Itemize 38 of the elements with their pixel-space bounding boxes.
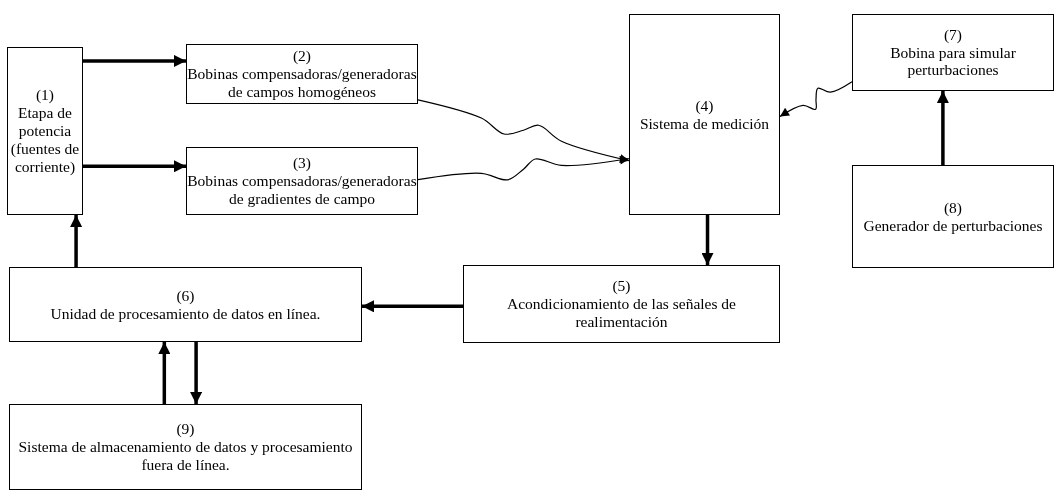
node-number: (9) <box>176 420 195 439</box>
arrow <box>70 215 83 267</box>
process-box <box>852 165 1054 268</box>
process-box <box>629 14 780 215</box>
arrow <box>936 91 949 165</box>
process-box <box>9 404 362 490</box>
node-label: Sistema de almacenamiento de datos y procesamiento fuera de línea. <box>17 438 354 474</box>
arrow <box>417 155 630 181</box>
arrow <box>83 54 186 67</box>
node-label: Etapa de potencia (fuentes de corriente) <box>9 104 81 176</box>
node-number: (5) <box>612 277 631 296</box>
arrow <box>190 342 203 404</box>
arrow <box>83 160 186 173</box>
node-number: (4) <box>695 96 714 115</box>
node-number: (3) <box>292 154 312 173</box>
process-box <box>852 14 1054 91</box>
arrow <box>362 300 463 313</box>
process-box <box>186 44 418 104</box>
node-label: Bobinas compensadoras/generadoras de gradientes de campo <box>187 172 417 208</box>
node-label: Acondicionamiento de las señales de realimentación <box>506 295 737 331</box>
node-number: (2) <box>292 47 312 66</box>
node-label: Bobinas compensadoras/generadoras de campos homogéneos <box>187 65 417 101</box>
arrow <box>417 99 630 164</box>
process-box <box>186 147 418 215</box>
node-label: Generador de perturbaciones <box>863 216 1043 235</box>
node-number: (6) <box>176 286 195 305</box>
process-box <box>9 267 362 342</box>
process-box <box>7 47 83 215</box>
node-number: (7) <box>943 25 963 44</box>
process-box <box>463 265 780 343</box>
node-label: Sistema de medición <box>639 114 770 133</box>
arrow <box>701 215 714 265</box>
node-number: (8) <box>943 198 963 217</box>
node-label: Unidad de procesamiento de datos en línea. <box>50 304 321 323</box>
node-label: Bobina para simular perturbaciones <box>889 43 1017 80</box>
node-number: (1) <box>35 86 55 105</box>
arrow <box>158 342 171 404</box>
arrow <box>779 81 853 118</box>
